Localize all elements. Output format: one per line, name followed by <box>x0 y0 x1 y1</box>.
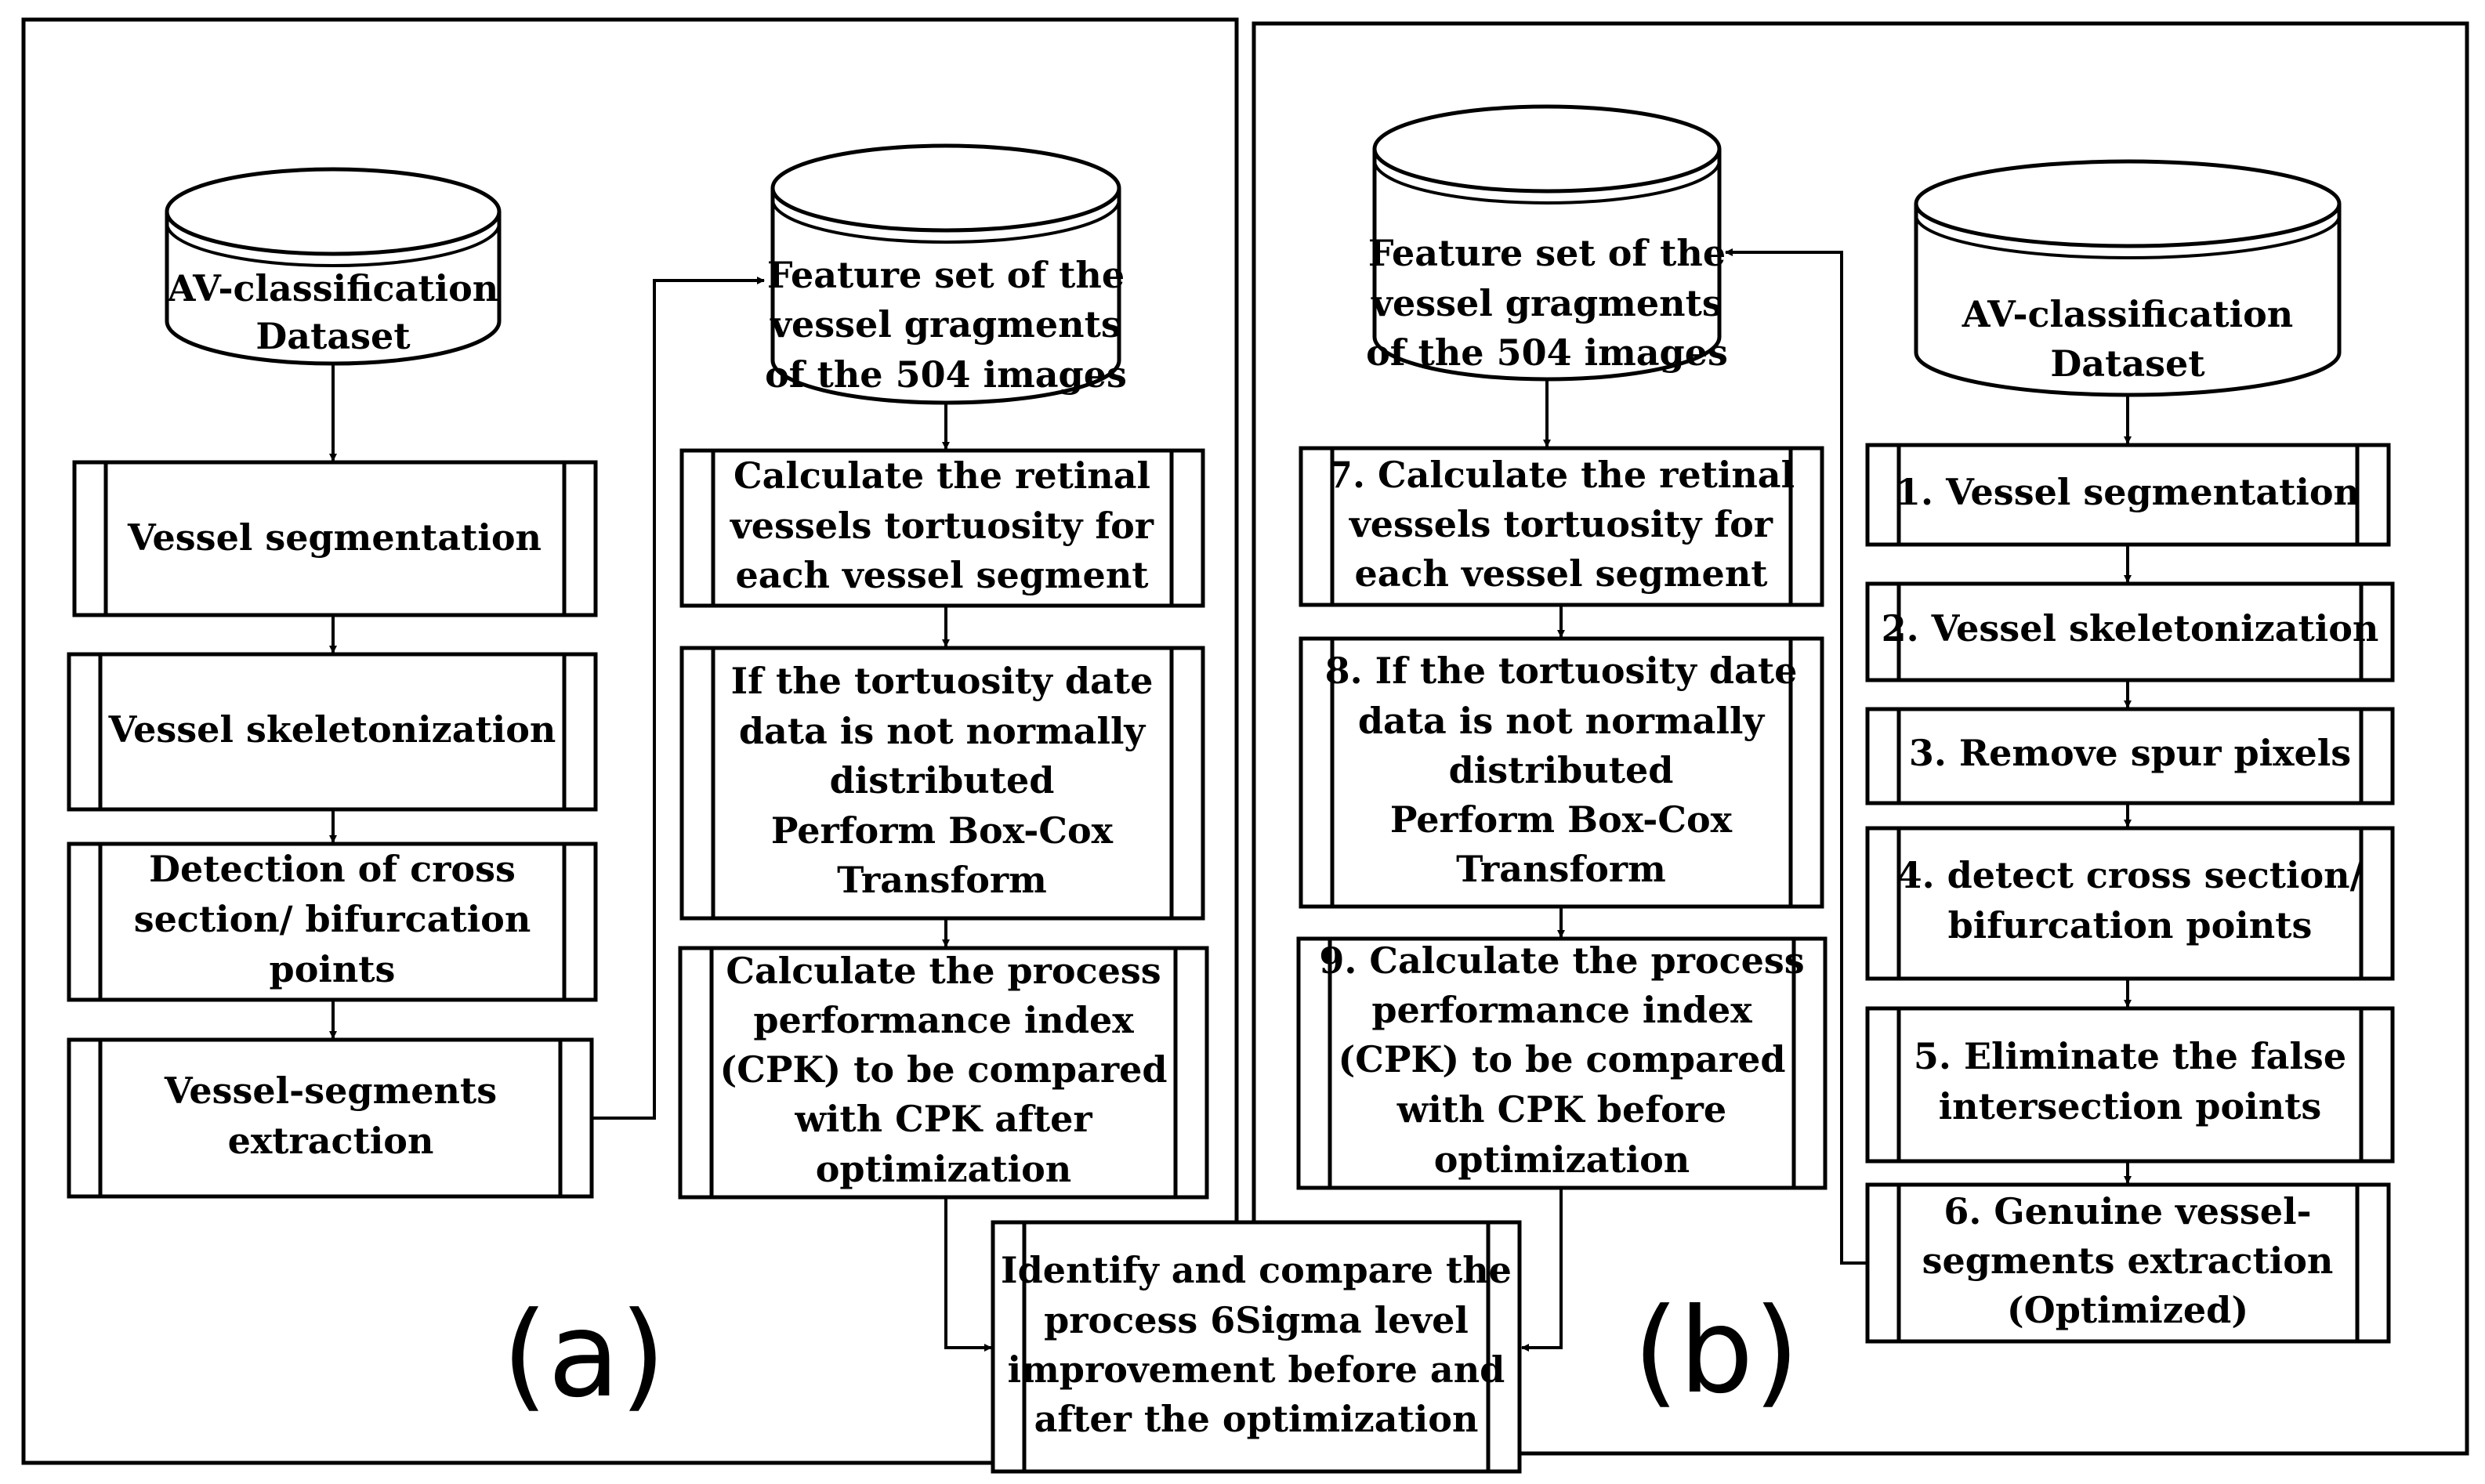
panel-b-step-2-line-1: 2. Vessel skeletonization <box>1882 607 2379 650</box>
panel-a-cpk-line-4: with CPK after <box>794 1098 1092 1140</box>
panel-a-boxcox-line-2: data is not normally <box>739 710 1147 752</box>
panel-b-dataset-line-1: AV-classification <box>1962 293 2293 335</box>
panel-b-frame <box>1252 21 2469 1456</box>
panel-a-cpk-line-3: (CPK) to be compared <box>719 1048 1167 1091</box>
panel-b-label: (b) <box>1633 1283 1799 1420</box>
panel-a-vessel-segmentation-box: Vessel segmentation <box>72 460 598 617</box>
panel-a-cpk-box: Calculate the process performance index … <box>678 946 1209 1200</box>
panel-a-boxcox-line-4: Perform Box-Cox <box>771 809 1114 852</box>
panel-a-frame <box>21 17 1239 1465</box>
panel-b-step-6-line-1: 6. Genuine vessel- <box>1943 1190 2311 1232</box>
panel-b-step-7-line-3: each vessel segment <box>1354 552 1768 595</box>
panel-b-step-6-line-2: segments extraction <box>1922 1240 2334 1282</box>
panel-a-tort-line-2: vessels tortuosity for <box>730 505 1154 547</box>
final-line-2: process 6Sigma level <box>1044 1299 1469 1341</box>
panel-b-step-2-box: 2. Vessel skeletonization <box>1865 581 2395 682</box>
panel-b-step-8-line-4: Perform Box-Cox <box>1390 798 1733 841</box>
panel-a-cpk-line-1: Calculate the process <box>726 950 1161 992</box>
panel-a-tort-line-3: each vessel segment <box>735 554 1149 596</box>
panel-b-features-line-1: Feature set of the <box>1368 232 1726 274</box>
panel-b-step-9-line-5: optimization <box>1434 1138 1690 1181</box>
panel-a-skel-line-1: Vessel skeletonization <box>108 708 556 751</box>
panel-b-step-1-box: 1. Vessel segmentation <box>1865 443 2391 547</box>
panel-a-features-line-3: of the 504 images <box>765 353 1127 396</box>
panel-a-detect-line-3: points <box>270 948 396 990</box>
panel-b-step-9-line-3: (CPK) to be compared <box>1338 1038 1785 1080</box>
panel-a-label: (a) <box>502 1287 666 1424</box>
panel-b-step-8-line-3: distributed <box>1449 749 1674 791</box>
panel-a-detection-box: Detection of cross section/ bifurcation … <box>67 842 598 1002</box>
panel-a-arrow-cpk-final <box>944 1197 992 1352</box>
panel-a-boxcox-line-3: distributed <box>830 759 1055 802</box>
panel-a-features-line-2: vessel gragments <box>770 303 1121 346</box>
final-line-1: Identify and compare the <box>1001 1249 1512 1291</box>
panel-b-arrow-s6-features <box>1725 248 1867 1265</box>
panel-b-step-9-line-4: with CPK before <box>1396 1088 1726 1131</box>
panel-b-step-3-box: 3. Remove spur pixels <box>1865 707 2395 805</box>
panel-b-step-9-line-2: performance index <box>1371 989 1752 1031</box>
panel-b-step-4-line-2: bifurcation points <box>1948 904 2313 947</box>
panel-b-step-7-line-2: vessels tortuosity for <box>1349 503 1773 545</box>
final-line-3: improvement before and <box>1008 1348 1505 1391</box>
panel-a-dataset-line-2: Dataset <box>255 315 411 357</box>
panel-b-step-9-box: 9. Calculate the process performance ind… <box>1296 936 1828 1190</box>
panel-b-step-3-line-1: 3. Remove spur pixels <box>1909 732 2351 774</box>
panel-a-seg-line-1: Vessel segmentation <box>127 516 542 559</box>
panel-b-step-9-line-1: 9. Calculate the process <box>1319 939 1804 982</box>
panel-a-extraction-box: Vessel-segments extraction <box>67 1037 594 1199</box>
panel-a-cpk-line-5: optimization <box>816 1148 1072 1190</box>
panel-a-extract-line-2: extraction <box>228 1120 434 1162</box>
panel-a-cpk-line-2: performance index <box>753 999 1134 1041</box>
panel-b-step-7-line-1: 7. Calculate the retinal <box>1328 454 1795 496</box>
panel-b-step-5-box: 5. Eliminate the false intersection poin… <box>1865 1006 2395 1164</box>
panel-b-step-8-line-5: Transform <box>1456 848 1666 890</box>
panel-b-arrow-s9-final <box>1521 1188 1563 1352</box>
final-comparison-box: Identify and compare the process 6Sigma … <box>991 1220 1522 1474</box>
panel-b-dataset-cylinder: AV-classification Dataset <box>1914 159 2342 397</box>
panel-a-detect-line-1: Detection of cross <box>149 848 516 890</box>
panel-a-boxcox-line-1: If the tortuosity date <box>731 660 1154 702</box>
panel-b-step-7-box: 7. Calculate the retinal vessels tortuos… <box>1299 446 1824 607</box>
panel-a-boxcox-line-5: Transform <box>837 859 1047 901</box>
panel-b-step-6-line-3: (Optimized) <box>2007 1289 2248 1331</box>
panel-a-vessel-skeletonization-box: Vessel skeletonization <box>67 652 598 812</box>
panel-b-step-1-line-1: 1. Vessel segmentation <box>1896 471 2360 513</box>
panel-a-features-cylinder: Feature set of the vessel gragments of t… <box>765 143 1127 405</box>
panel-b-step-5-line-1: 5. Eliminate the false <box>1914 1035 2346 1077</box>
panel-a-boxcox-box: If the tortuosity date data is not norma… <box>679 646 1205 921</box>
panel-b-step-5-line-2: intersection points <box>1939 1085 2322 1127</box>
panel-a-tortuosity-box: Calculate the retinal vessels tortuosity… <box>679 448 1205 608</box>
panel-a-features-line-1: Feature set of the <box>767 254 1125 296</box>
panel-b-features-line-3: of the 504 images <box>1366 331 1728 374</box>
panel-a-detect-line-2: section/ bifurcation <box>134 898 531 940</box>
panel-a-dataset-line-1: AV-classification <box>167 267 498 309</box>
panel-b-features-cylinder: Feature set of the vessel gragments of t… <box>1366 104 1728 382</box>
panel-a-tort-line-1: Calculate the retinal <box>734 454 1150 497</box>
panel-b-step-8-line-1: 8. If the tortuosity date <box>1325 650 1798 692</box>
panel-b-step-8-box: 8. If the tortuosity date data is not no… <box>1299 636 1824 909</box>
panel-b-features-line-2: vessel gragments <box>1371 282 1722 324</box>
panel-a-arrow-extract-features <box>592 277 765 1120</box>
panel-a-extract-line-1: Vessel-segments <box>164 1070 497 1112</box>
panel-b-step-4-line-1: 4. detect cross section/ <box>1897 854 2364 896</box>
panel-b-step-6-box: 6. Genuine vessel- segments extraction (… <box>1865 1182 2391 1344</box>
final-line-4: after the optimization <box>1034 1398 1479 1440</box>
panel-a-dataset-cylinder: AV-classification Dataset <box>165 167 502 366</box>
panel-b-step-8-line-2: data is not normally <box>1358 700 1766 742</box>
panel-b-step-4-box: 4. detect cross section/ bifurcation poi… <box>1865 826 2395 981</box>
panel-b-dataset-line-2: Dataset <box>2050 342 2205 385</box>
